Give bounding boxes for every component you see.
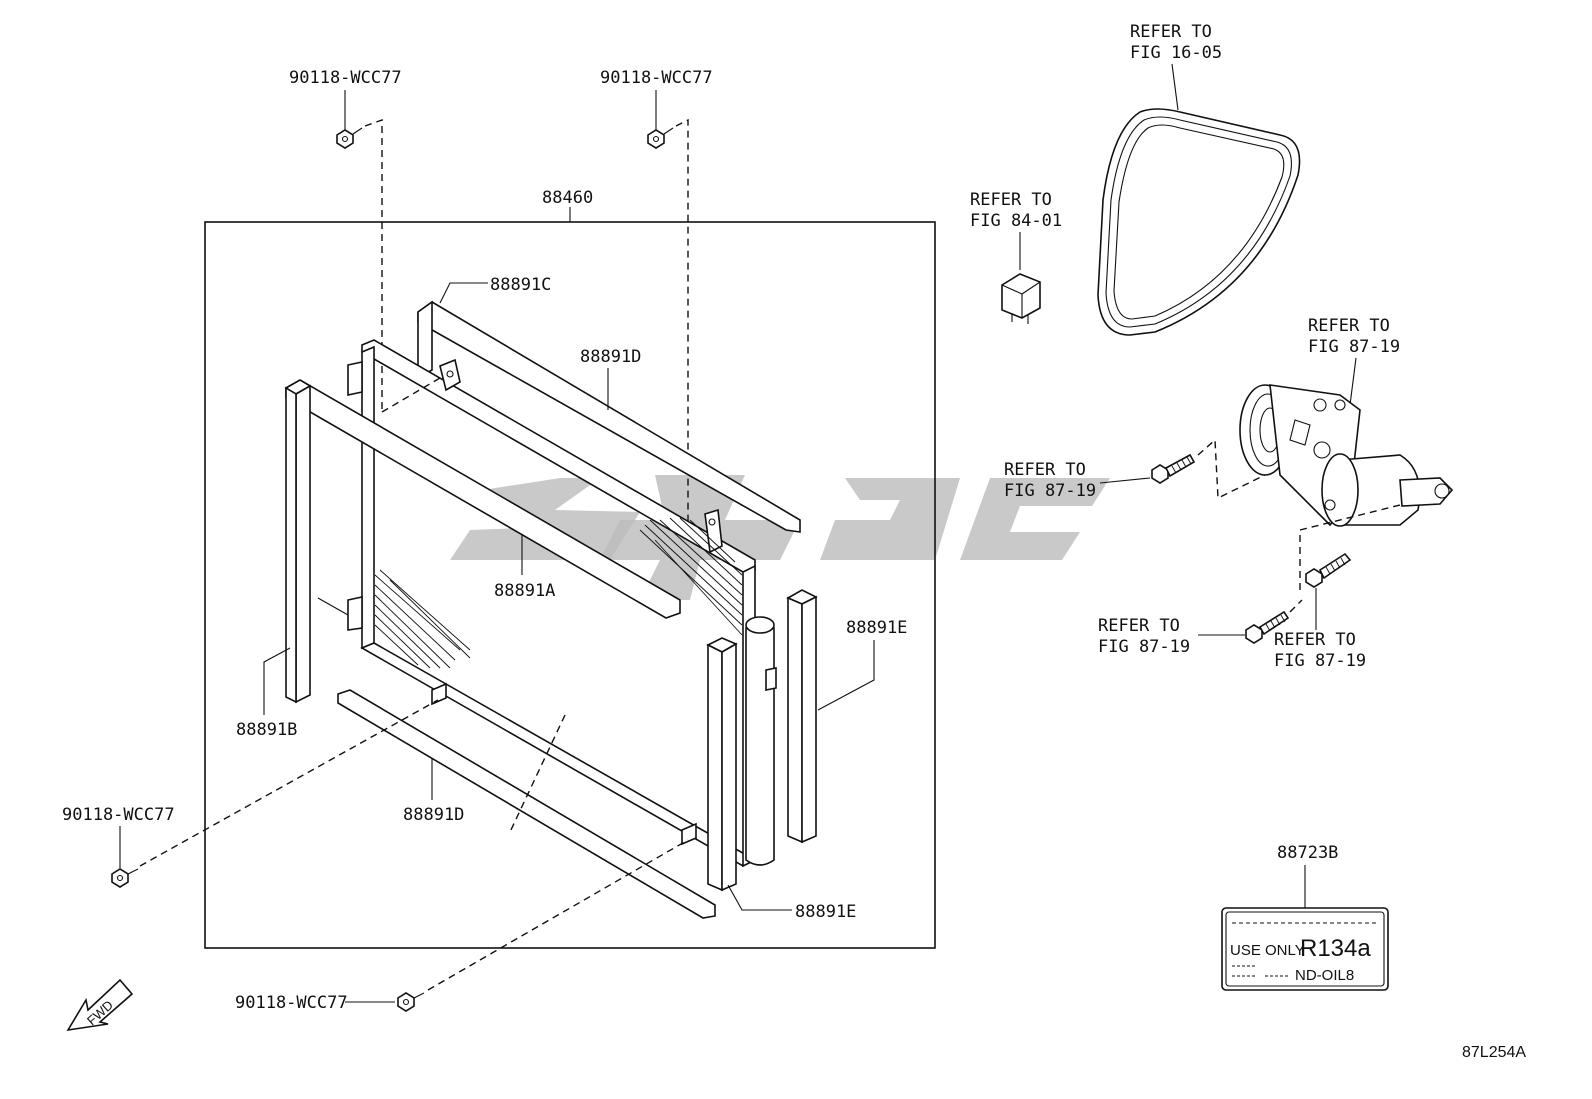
label-use-only: USE ONLY: [1230, 942, 1305, 959]
seal-88891a-label: 88891A: [494, 581, 555, 601]
label-refrigerant: R134a: [1300, 935, 1371, 962]
refrigerant-caution-label: USE ONLY R134a ND-OIL8: [1221, 907, 1389, 991]
compressor-bolt-lower-right-icon: [1305, 552, 1352, 588]
seal-88891d-top-label: 88891D: [580, 347, 641, 367]
compressor-ref-line1: REFER TO: [1308, 316, 1390, 336]
bolt-top-left-label: 90118-WCC77: [289, 68, 402, 88]
bolt-lower-right-ref-line2: FIG 87-19: [1274, 651, 1366, 671]
belt-ref-line2: FIG 16-05: [1130, 43, 1222, 63]
seal-88891d-bottom-label: 88891D: [403, 805, 464, 825]
bolt-lower-left-ref-line2: FIG 87-19: [1098, 637, 1190, 657]
bolt-bottom-icon: [397, 992, 425, 1012]
bolt-upper-ref-line1: REFER TO: [1004, 460, 1086, 480]
label-oil: ND-OIL8: [1295, 967, 1354, 984]
seal-88891c-label: 88891C: [490, 275, 551, 295]
compressor-bolt-upper-icon: [1151, 453, 1196, 484]
seal-88891e-bottom-label: 88891E: [795, 902, 856, 922]
caution-label-part-label: 88723B: [1277, 843, 1338, 863]
drive-belt-icon: [1097, 108, 1301, 336]
relay-ref-line2: FIG 84-01: [970, 211, 1062, 231]
bolt-top-left-icon: [336, 127, 363, 149]
compressor-icon: [1239, 384, 1454, 527]
bolt-left-label: 90118-WCC77: [62, 805, 175, 825]
belt-ref-line1: REFER TO: [1130, 22, 1212, 42]
receiver-drier: [745, 616, 777, 866]
assembly-label: 88460: [542, 188, 593, 208]
condenser-core: [347, 339, 757, 868]
seal-88891b-label: 88891B: [236, 720, 297, 740]
bolt-bottom-label: 90118-WCC77: [235, 993, 348, 1013]
seal-88891e-right-label: 88891E: [846, 618, 907, 638]
bolt-top-mid-icon: [647, 127, 674, 149]
seal-88891e-front: [706, 637, 738, 892]
seal-88891d-bottom: [337, 689, 716, 919]
seal-88891b: [284, 379, 312, 704]
figure-code: 87L254A: [1462, 1044, 1526, 1061]
relay-ref-line1: REFER TO: [970, 190, 1052, 210]
relay-icon: [1001, 273, 1041, 324]
bolt-lower-left-ref-line1: REFER TO: [1098, 616, 1180, 636]
bolt-left-icon: [111, 868, 139, 888]
bolt-top-mid-label: 90118-WCC77: [600, 68, 713, 88]
bolt-upper-ref-line2: FIG 87-19: [1004, 481, 1096, 501]
bolt-lower-right-ref-line1: REFER TO: [1274, 630, 1356, 650]
compressor-bolt-lower-left-icon: [1245, 610, 1290, 644]
seal-88891c: [417, 300, 801, 533]
compressor-ref-line2: FIG 87-19: [1308, 337, 1400, 357]
seal-88891e-rear: [786, 589, 818, 844]
fwd-arrow-icon: FWD: [66, 978, 134, 1032]
